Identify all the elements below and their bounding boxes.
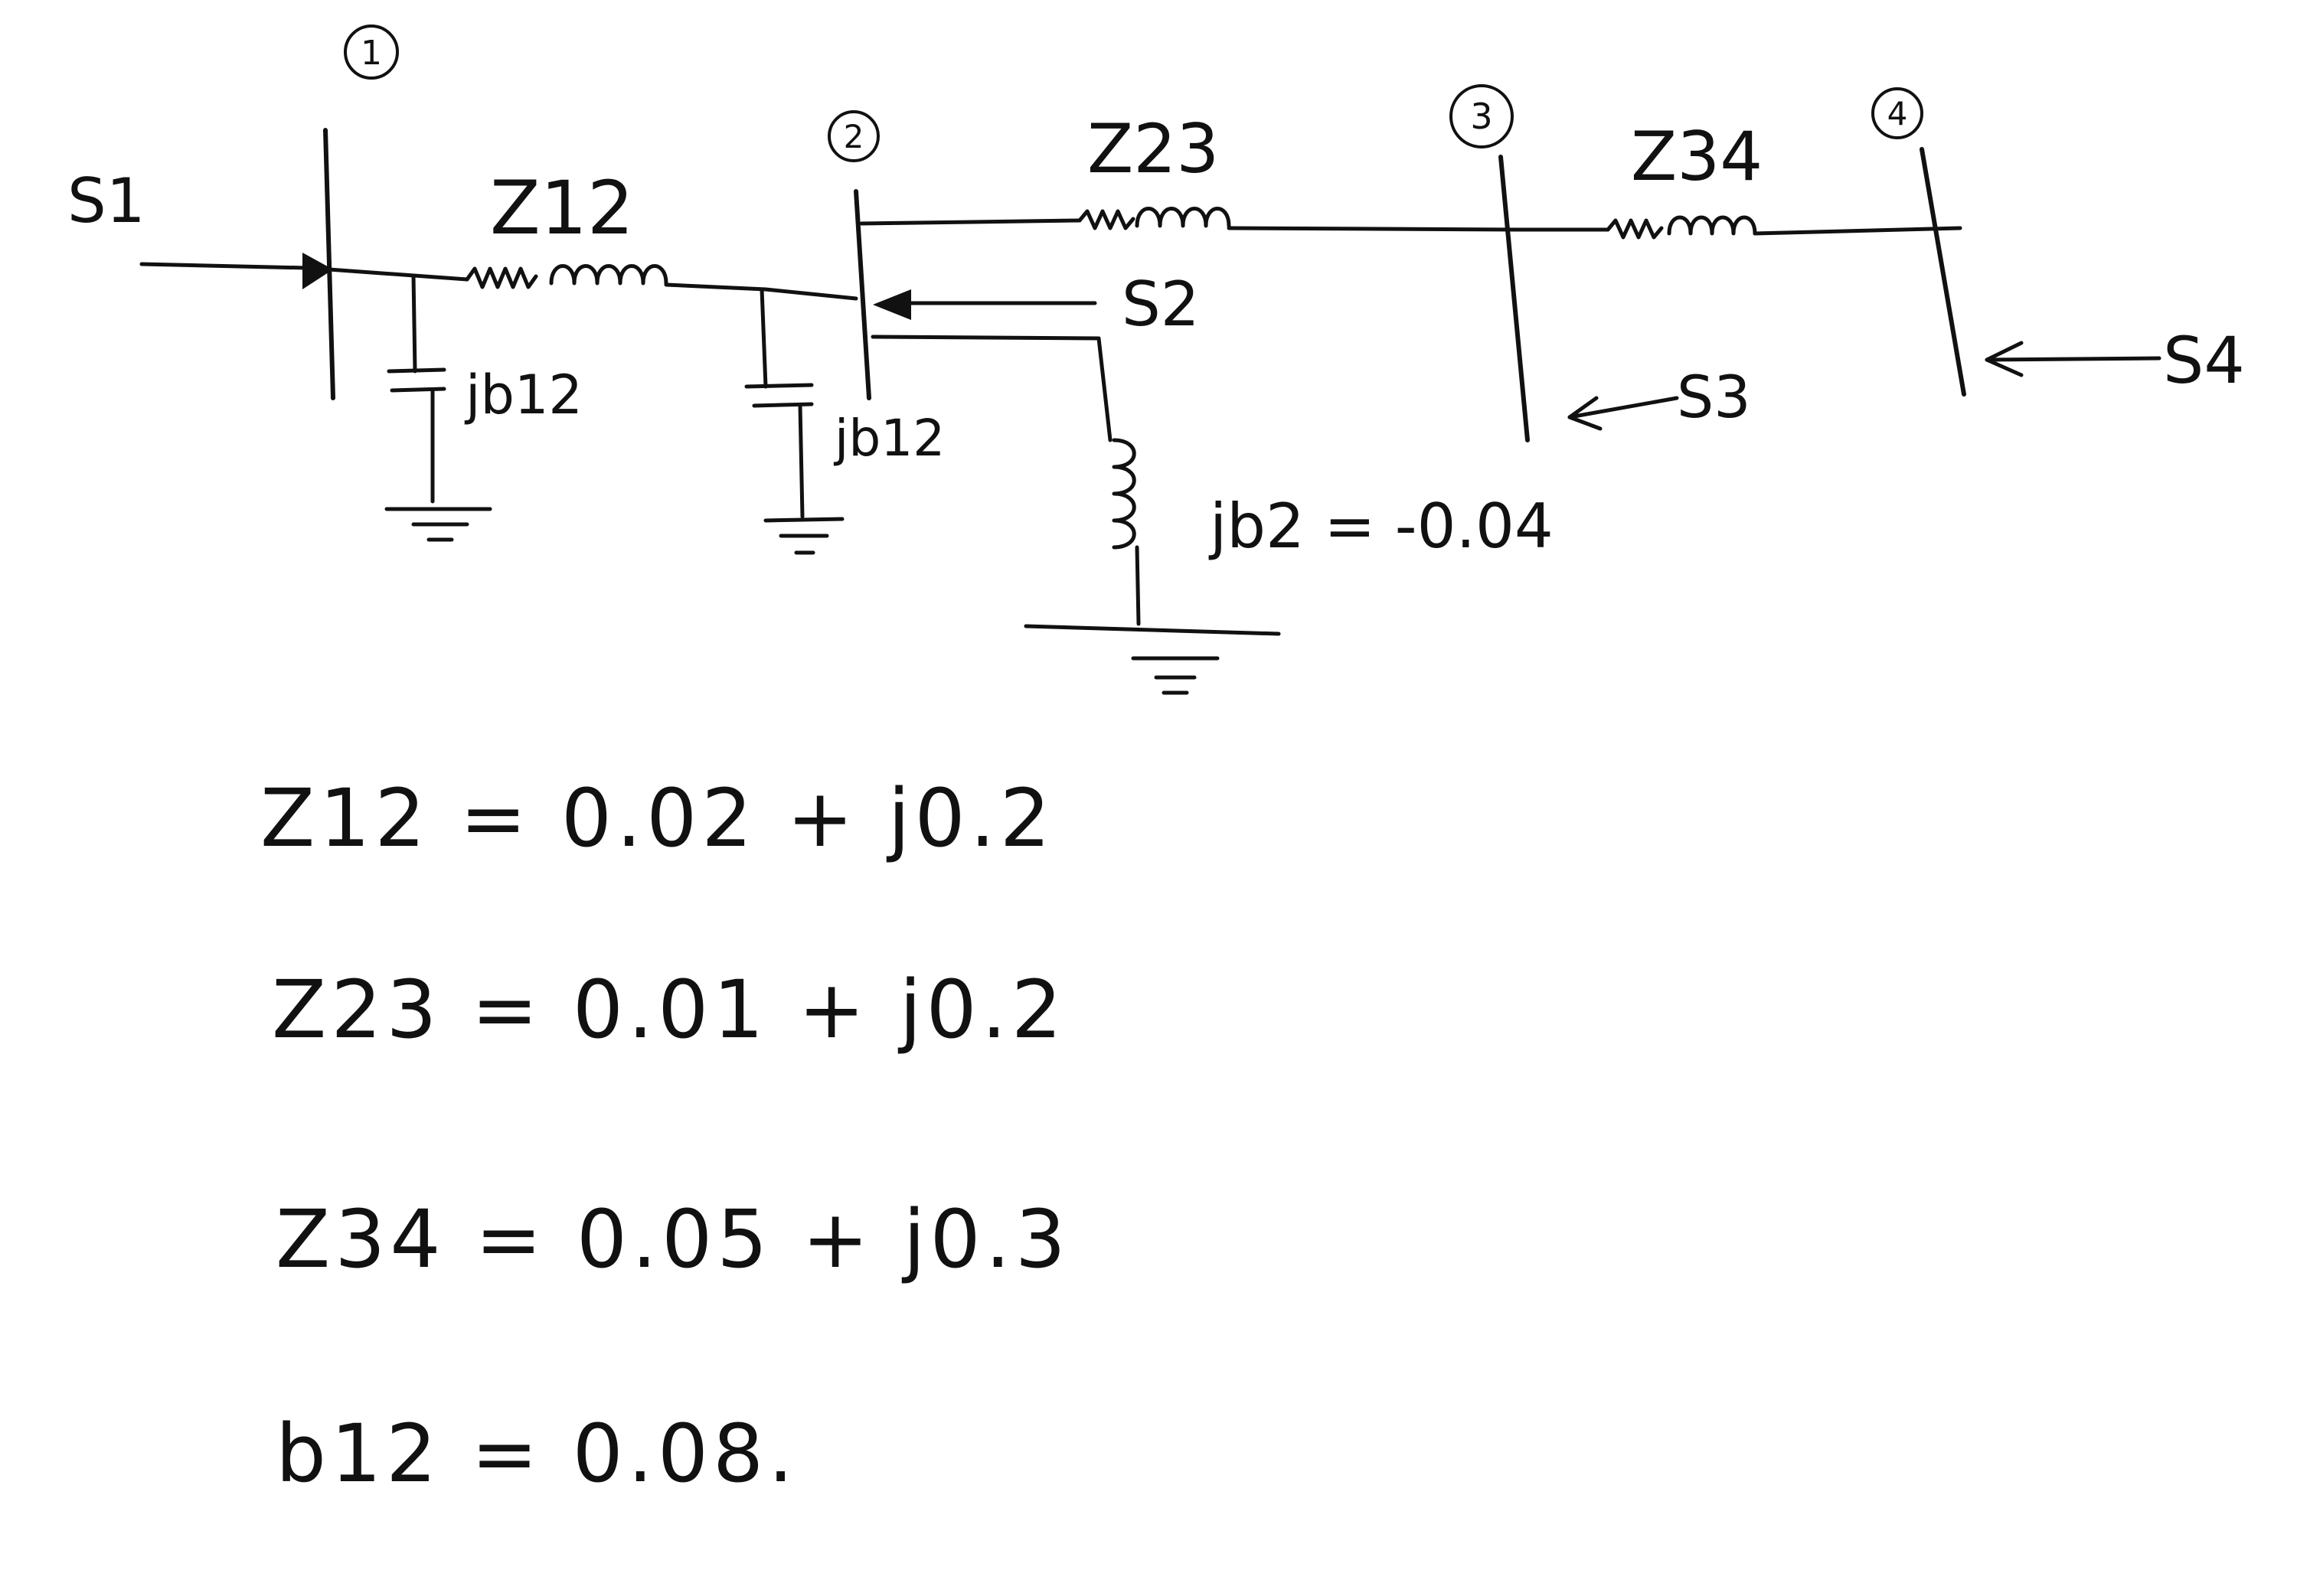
s1-feed-line xyxy=(139,262,309,270)
z23-inductor xyxy=(1135,207,1231,228)
bus-1-number: 1 xyxy=(361,34,382,73)
reactor-feed-line xyxy=(871,335,1113,442)
bus-1-marker: 1 xyxy=(344,24,399,80)
s1-label: S1 xyxy=(67,165,145,237)
line-1-2-right xyxy=(664,282,858,301)
z23-label: Z23 xyxy=(1087,109,1219,188)
cap-left-plate-top xyxy=(387,367,446,374)
cap-right-plate-top xyxy=(744,383,814,389)
line-1-2 xyxy=(327,267,469,282)
s4-line xyxy=(1985,356,2161,362)
shunt-right-wire-lower xyxy=(798,403,805,519)
bus-4-bar xyxy=(1920,147,1966,397)
z34-resistor xyxy=(1606,218,1664,240)
reactor-to-ground xyxy=(1135,545,1141,626)
cap-right-plate-bottom xyxy=(752,402,814,408)
bus-2-marker: 2 xyxy=(828,110,880,162)
z12-resistor xyxy=(465,266,538,289)
s3-label: S3 xyxy=(1677,363,1751,431)
z34-inductor xyxy=(1667,215,1757,236)
s3-arrow-head xyxy=(1567,396,1603,431)
shunt-left-wire xyxy=(411,273,417,374)
line-2-3-right xyxy=(1227,226,1518,232)
bus-3-number: 3 xyxy=(1470,96,1492,137)
bus-4-marker: 4 xyxy=(1871,87,1923,139)
equation-b12: b12 = 0.08. xyxy=(276,1407,798,1500)
cap-left-plate-bottom xyxy=(390,387,446,393)
bus-4-number: 4 xyxy=(1887,95,1908,132)
z23-resistor xyxy=(1077,209,1135,230)
ground-right-icon xyxy=(763,517,845,555)
shunt-right-wire xyxy=(760,287,768,389)
z34-label: Z34 xyxy=(1631,117,1763,196)
s2-label: S2 xyxy=(1122,269,1200,340)
bus-3-bar xyxy=(1498,155,1530,442)
equation-z12: Z12 = 0.02 + j0.2 xyxy=(260,772,1055,865)
jb12-right-label: jb12 xyxy=(833,409,945,468)
bus-2-number: 2 xyxy=(844,118,864,155)
z12-inductor xyxy=(549,264,668,286)
line-2-3-left xyxy=(859,218,1082,226)
jb2-label: jb2 = -0.04 xyxy=(1208,491,1554,562)
z12-label: Z12 xyxy=(490,165,634,251)
ground-reactor-icon xyxy=(1024,624,1281,695)
bus-3-marker: 3 xyxy=(1449,84,1514,149)
s1-arrow-head xyxy=(302,253,333,289)
s4-arrow-head xyxy=(1985,341,2024,377)
s2-arrow-head xyxy=(873,289,911,320)
equation-z34: Z34 = 0.05 + j0.3 xyxy=(276,1193,1070,1286)
s4-label: S4 xyxy=(2163,323,2245,398)
bus-2-bar xyxy=(854,189,871,400)
equation-z23: Z23 = 0.01 + j0.2 xyxy=(272,963,1067,1056)
reactor-coil xyxy=(1112,438,1136,550)
ground-left-icon xyxy=(384,507,492,542)
line-3-4-right xyxy=(1753,226,1962,236)
s3-line xyxy=(1567,396,1679,419)
bus-1-bar xyxy=(323,128,335,400)
jb12-left-label: jb12 xyxy=(464,364,583,426)
